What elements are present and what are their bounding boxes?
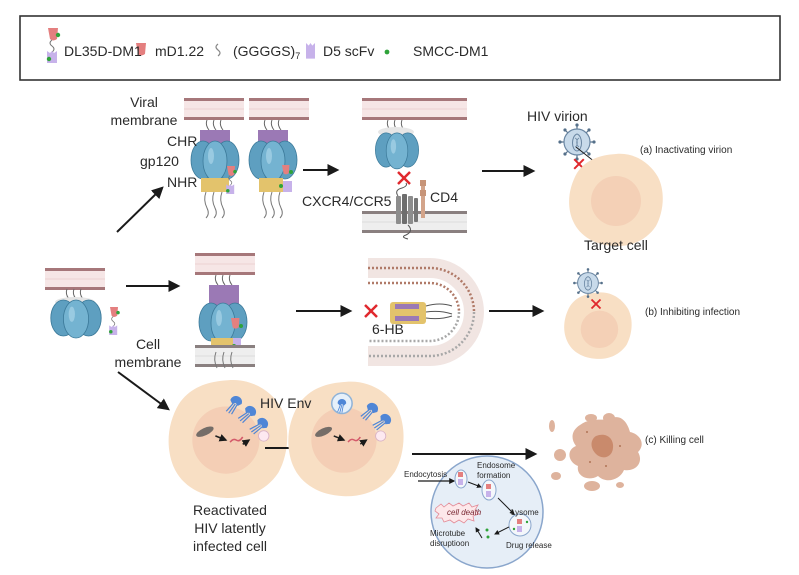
- viral-membrane-label-2: membrane: [110, 112, 178, 128]
- hiv-virion-b: [572, 267, 604, 299]
- legend-label-linker-subscript: 7: [295, 51, 301, 61]
- legend-smcc-dm1-icon: [384, 49, 390, 55]
- cxcr4-ccr5-label: CXCR4/CCR5: [302, 193, 392, 209]
- gp120-trimer-unbound: [374, 119, 420, 170]
- legend-label-smcc-dm1: SMCC-DM1: [413, 43, 489, 59]
- legend-label-linker-text: (GGGGS): [233, 43, 296, 59]
- cxcr4-ccr5-receptor: [396, 182, 418, 240]
- arrow-a-diagonal: [116, 186, 164, 233]
- conjugate-free: [109, 307, 120, 335]
- cd4-receptor: [420, 180, 426, 218]
- viral-membrane-label-1: Viral: [130, 94, 158, 110]
- viral-membrane-1: [183, 97, 245, 121]
- legend-label-linker: (GGGGS)7: [233, 43, 300, 61]
- nhr-label: NHR: [167, 174, 198, 190]
- mechanism-b-label: (b) Inhibiting infection: [645, 307, 741, 318]
- blocked-cross-b: [363, 303, 379, 319]
- chr-label: CHR: [167, 133, 198, 149]
- hiv-env-label: HIV Env: [260, 395, 312, 411]
- gp41-complex-2: [248, 119, 298, 219]
- infected-cell-1: [168, 380, 288, 498]
- endocytosis-inset: [418, 455, 544, 569]
- viral-membrane-b-mid: [194, 252, 256, 276]
- legend-label-d5-scfv: D5 scFv: [323, 43, 375, 59]
- drug-release-label: Drug release: [506, 541, 552, 550]
- viral-membrane-b-left: [44, 267, 106, 291]
- blocked-cross-a: [396, 170, 412, 186]
- cell-membrane-b: [194, 344, 256, 368]
- cell-membrane-label-2: membrane: [114, 354, 182, 370]
- gp120-trimer-prefusion: [50, 288, 102, 339]
- lysome-label: Lysome: [511, 508, 539, 517]
- mechanism-a-label: (a) Inactivating virion: [640, 145, 733, 156]
- gp120-label: gp120: [140, 153, 179, 169]
- endosome-label-2: formation: [477, 471, 511, 480]
- gp41-complex-1: [190, 119, 240, 219]
- legend-label-dl35d-dm1: DL35D-DM1: [64, 43, 142, 59]
- six-helix-bundle: [390, 302, 453, 324]
- cell-membrane-label-1: Cell: [135, 336, 161, 352]
- target-cell-a: [569, 153, 663, 247]
- reactivated-label-3: infected cell: [193, 538, 267, 554]
- endosome-label-1: Endosome: [477, 461, 516, 470]
- endocytosis-label: Endocytosis: [404, 470, 448, 479]
- infected-cell-2: [288, 381, 404, 497]
- cell-death-burst: [434, 502, 480, 524]
- gp41-tails-b: [214, 351, 234, 369]
- viral-membrane-3: [361, 97, 468, 121]
- reactivated-label-2: HIV latently: [194, 520, 266, 536]
- hiv-virion-label: HIV virion: [527, 108, 588, 124]
- legend-linker-icon: [215, 43, 221, 57]
- microtube-label-2: disruptioon: [430, 539, 470, 548]
- gp41-complex-b: [198, 274, 248, 352]
- legend-label-md1-22: mD1.22: [155, 43, 205, 59]
- six-hb-label: 6-HB: [372, 321, 404, 337]
- reactivated-label-1: Reactivated: [193, 502, 267, 518]
- target-cell-b: [564, 292, 632, 359]
- arrow-c-diagonal: [117, 371, 170, 411]
- legend-box: [19, 15, 781, 81]
- cell-death-label: cell death: [447, 508, 482, 517]
- target-cell-label: Target cell: [584, 237, 648, 253]
- mechanism-c-label: (c) Killing cell: [645, 435, 704, 446]
- fusion-membrane-curve: [368, 258, 484, 366]
- killed-cell: [549, 413, 642, 491]
- hiv-virion-a: [557, 122, 597, 162]
- microtube-label-1: Microtube: [430, 529, 466, 538]
- cd4-label: CD4: [430, 189, 459, 205]
- legend-d5-scfv-icon: [306, 43, 315, 59]
- viral-membrane-2: [248, 97, 310, 121]
